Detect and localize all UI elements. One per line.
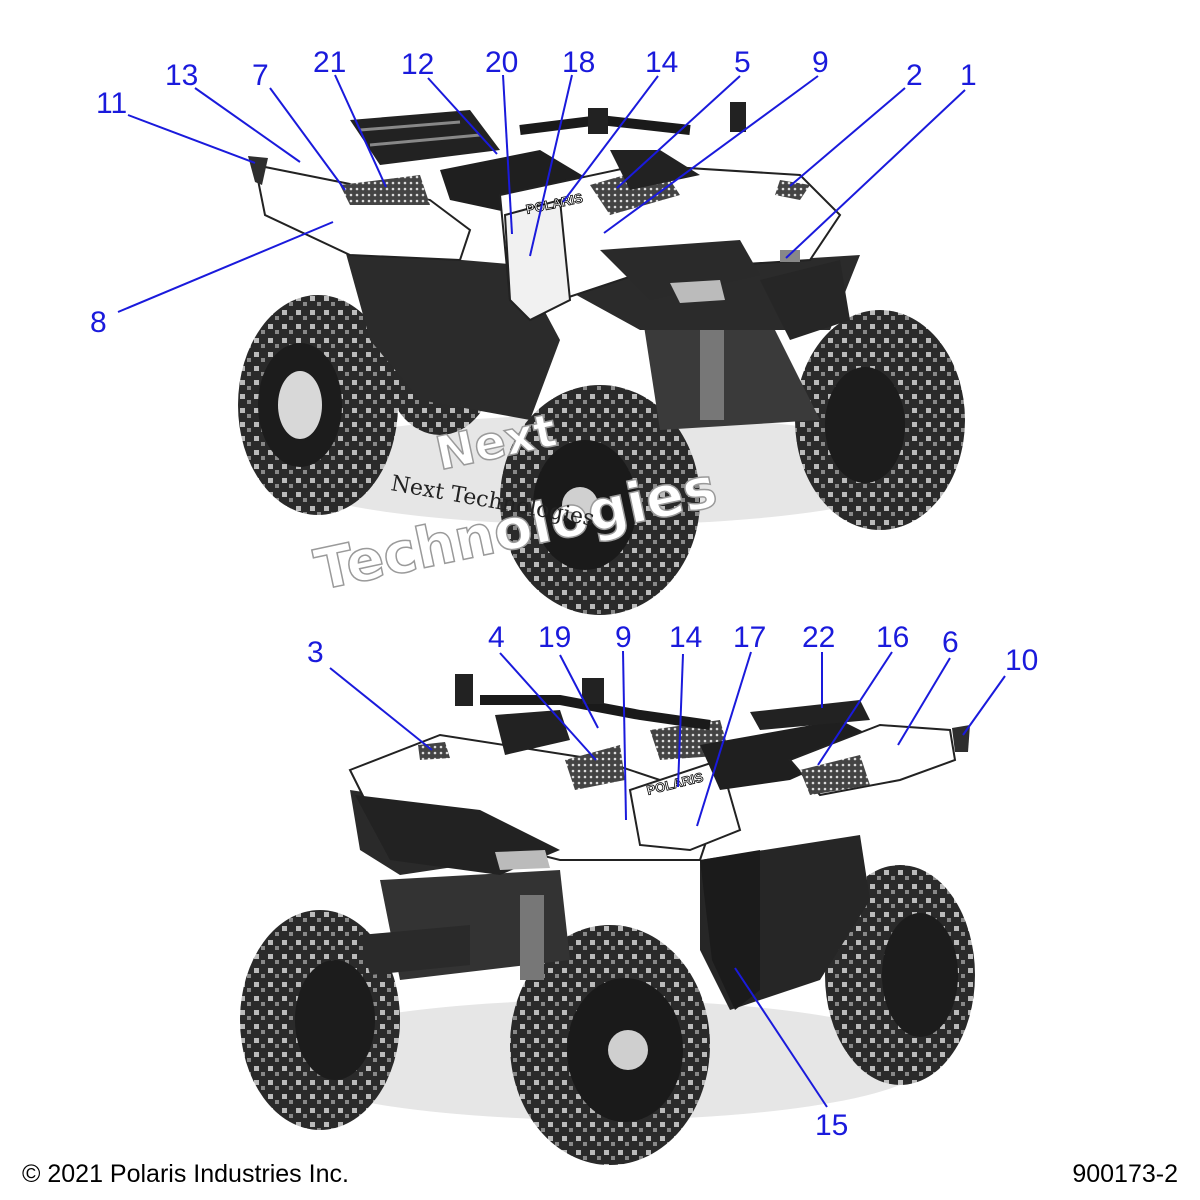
leader-top-20 [502, 74, 513, 235]
callout-top-18: 18 [562, 46, 595, 79]
callout-top-21: 21 [313, 46, 346, 79]
leader-bottom-15 [734, 967, 828, 1108]
callout-bottom-6: 6 [942, 626, 959, 659]
callout-bottom-17: 17 [733, 621, 766, 654]
leader-top-13 [194, 87, 301, 163]
leader-top-7 [269, 87, 346, 191]
leader-top-12 [427, 77, 498, 155]
callout-top-12: 12 [401, 48, 434, 81]
bottom-front-wheel [510, 925, 710, 1165]
atv-bottom-illustration: POLARIS [240, 674, 975, 1165]
callouts-bottom: 3 4 19 9 14 17 22 16 6 10 15 [307, 621, 1038, 1142]
callout-bottom-9: 9 [615, 621, 632, 654]
callout-top-1: 1 [960, 59, 977, 92]
leader-top-9 [603, 75, 819, 234]
leader-bottom-14 [677, 653, 684, 788]
leader-bottom-6 [897, 657, 951, 746]
leader-bottom-10 [962, 675, 1006, 736]
callout-top-7: 7 [252, 59, 269, 92]
callout-bottom-19: 19 [538, 621, 571, 654]
leader-lines [117, 74, 1006, 1108]
callout-top-11: 11 [96, 87, 127, 120]
leader-top-1 [785, 89, 966, 259]
leader-bottom-16 [817, 651, 893, 766]
callout-top-8: 8 [90, 306, 107, 339]
leader-top-21 [334, 74, 387, 188]
callout-top-2: 2 [906, 59, 923, 92]
callout-top-5: 5 [734, 46, 751, 79]
leader-top-11 [127, 114, 256, 164]
callout-bottom-4: 4 [488, 621, 505, 654]
leader-top-14 [562, 75, 659, 203]
callout-bottom-22: 22 [802, 621, 835, 654]
leader-bottom-4 [499, 652, 597, 761]
callout-top-9: 9 [812, 46, 829, 79]
callout-bottom-3: 3 [307, 636, 324, 669]
leader-top-5 [616, 75, 741, 189]
atv-top-illustration: POLARIS [238, 102, 965, 615]
callouts-top: 11 13 7 21 12 20 18 14 5 9 2 1 8 [90, 46, 977, 339]
diagram-number: 900173-2 [1072, 1160, 1178, 1188]
callout-bottom-10: 10 [1005, 644, 1038, 677]
callout-bottom-14: 14 [669, 621, 702, 654]
leader-bottom-3 [329, 667, 433, 751]
callout-bottom-16: 16 [876, 621, 909, 654]
callout-top-14: 14 [645, 46, 678, 79]
top-rear-wheel [238, 295, 398, 515]
callout-bottom-15: 15 [815, 1109, 848, 1142]
top-front-left-wheel [500, 385, 700, 615]
bottom-rear-right-wheel [825, 865, 975, 1085]
leader-bottom-19 [559, 654, 599, 729]
top-front-right-wheel [795, 310, 965, 530]
callout-top-13: 13 [165, 59, 198, 92]
callout-top-20: 20 [485, 46, 518, 79]
leader-top-2 [789, 87, 906, 187]
leader-bottom-9 [622, 650, 627, 821]
leader-bottom-17 [696, 651, 752, 827]
copyright-text: © 2021 Polaris Industries Inc. [22, 1160, 349, 1188]
leader-top-18 [529, 74, 573, 257]
leader-top-8 [117, 221, 334, 313]
bottom-rear-left-wheel [240, 910, 400, 1130]
